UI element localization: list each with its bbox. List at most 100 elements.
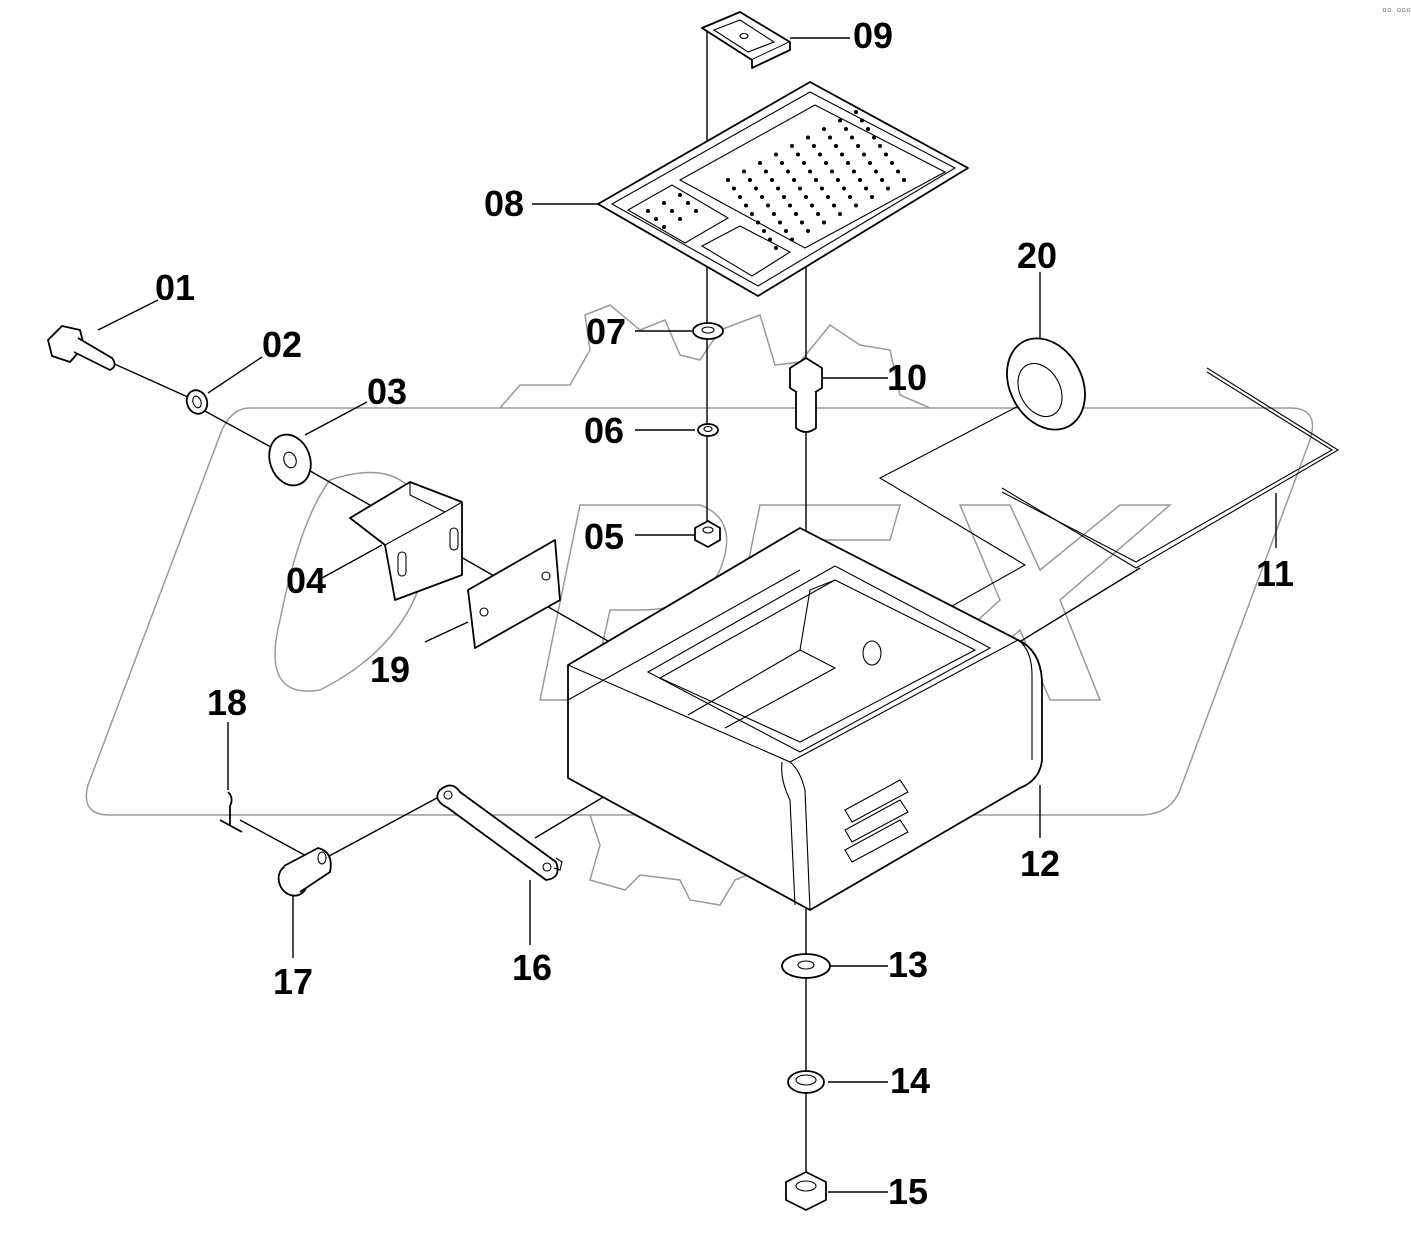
callout-05: 05 [584,516,624,557]
plate-perforation-dot [872,135,876,140]
plate-perforation-dot [790,237,794,242]
callout-06: 06 [584,410,624,451]
plate-perforation-dot [766,203,770,208]
callout-04: 04 [286,560,326,601]
callout-09: 09 [853,15,893,56]
plate-perforation-dot [902,178,906,182]
plate-perforation-dot [868,161,872,165]
part-17-clevis-pin [277,847,332,897]
callout-10: 10 [887,357,927,398]
plate-perforation-dot [750,212,754,216]
plate-perforation-dot [812,144,816,148]
plate-perforation-dot [830,169,834,174]
plate-perforation-dot [816,212,820,216]
plate-perforation-dot [790,144,794,148]
plate-perforation-dot [832,203,836,208]
plate-perforation-dot [756,220,760,225]
plate-perforation-dot [762,229,766,233]
callout-12: 12 [1020,843,1060,884]
plate-perforation-dot [794,212,798,216]
part-07-washer [692,322,724,340]
plate-perforation-dot [744,203,748,208]
plate-perforation-dot [662,201,666,205]
plate-perforation-dot [788,203,792,208]
plate-perforation-dot [808,169,812,174]
plate-perforation-dot [828,135,832,140]
part-11-seal-strip [1001,367,1340,569]
plate-perforation-dot [768,237,772,242]
plate-perforation-dot [772,212,776,216]
part-14-lock-washer [787,1070,825,1094]
callout-16: 16 [512,947,552,988]
plate-perforation-dot [754,186,758,191]
plate-perforation-dot [866,127,870,131]
plate-perforation-dot [844,127,848,131]
callout-20: 20 [1017,235,1057,276]
plate-perforation-dot [786,169,790,174]
plate-perforation-dot [764,169,768,174]
plate-perforation-dot [874,169,878,174]
plate-perforation-dot [848,195,852,199]
part-06-lock-washer [697,423,719,437]
part-04-bracket [349,481,463,601]
plate-perforation-dot [738,195,742,199]
plate-perforation-dot [884,152,888,157]
plate-perforation-dot [822,220,826,225]
plate-perforation-dot [800,220,804,225]
plate-perforation-dot [694,209,698,213]
plate-perforation-dot [838,118,842,123]
part-02-lock-washer [185,389,209,415]
callout-18: 18 [207,682,247,723]
plate-perforation-dot [850,135,854,140]
plate-perforation-dot [854,110,858,114]
plate-perforation-dot [782,195,786,199]
plate-perforation-dot [852,169,856,174]
part-01-bolt [47,325,116,371]
plate-perforation-dot [732,186,736,191]
plate-perforation-dot [770,178,774,182]
callout-14: 14 [890,1060,930,1101]
plate-perforation-dot [678,217,682,221]
plate-perforation-dot [886,186,890,191]
plate-perforation-dot [878,144,882,148]
part-12-battery-box [567,527,1043,911]
callout-17: 17 [273,961,313,1002]
part-18-cotter-pin [219,791,243,833]
plate-perforation-dot [776,186,780,191]
callout-02: 02 [262,324,302,365]
part-08-top-plate [597,81,969,297]
plate-perforation-dot [792,178,796,182]
plate-perforation-dot [686,201,690,205]
plate-perforation-dot [646,209,650,213]
callout-01: 01 [155,267,195,308]
callout-13: 13 [888,944,928,985]
plate-perforation-dot [742,169,746,174]
part-09-cap [701,11,791,69]
part-15-nut [785,1171,827,1211]
part-03-flat-washer [268,433,312,487]
callout-11: 11 [1256,553,1294,594]
plate-perforation-dot [654,217,658,221]
plate-perforation-dot [820,186,824,191]
plate-perforation-dot [838,212,842,216]
plate-perforation-dot [678,193,682,197]
callout-07: 07 [586,311,626,352]
plate-perforation-dot [862,152,866,157]
part-05-nut [694,520,721,548]
plate-perforation-dot [774,246,778,250]
plate-perforation-dot [670,209,674,213]
plate-perforation-dot [856,144,860,148]
callout-03: 03 [367,371,407,412]
plate-perforation-dot [760,195,764,199]
callout-labels: 01 02 03 04 05 06 07 08 09 10 11 12 13 1… [155,15,1294,1212]
plate-perforation-dot [834,144,838,148]
plate-perforation-dot [796,152,800,157]
leader-lines [97,30,1277,1193]
plate-perforation-dot [836,178,840,182]
part-16-link-bar [436,784,563,881]
plate-perforation-dot [846,161,850,165]
plate-perforation-dot [880,178,884,182]
callout-15: 15 [888,1171,928,1212]
part-10-bolt [789,357,823,433]
plate-perforation-dot [758,161,762,165]
